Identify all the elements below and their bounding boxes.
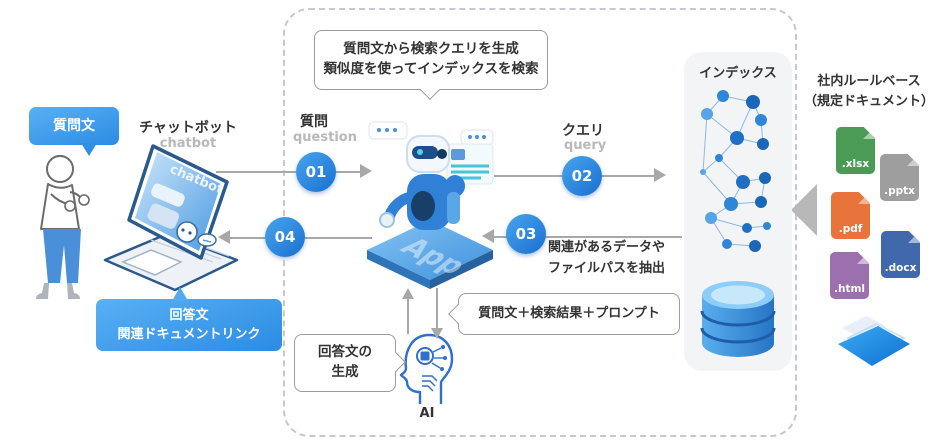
top-callout: 質問文から検索クエリを生成 類似度を使ってインデックスを検索 [314,30,548,100]
arrow-02-right-icon [654,168,666,182]
rulebase-title-line2: （規定ドキュメント） [803,94,934,110]
database-icon [700,281,776,357]
answer-box: 回答文 関連ドキュメントリンク [96,287,282,351]
answer-box-line2: 関連ドキュメントリンク [117,327,261,342]
step-circle-04: 04 [265,217,305,257]
step3-note-line2: ファイルパスを抽出 [548,260,666,276]
question-bubble-tail [81,143,97,156]
arrow-up-icon [402,288,414,299]
file-icon-pptx: .pptx [880,154,919,201]
step-circle-03: 03 [506,214,546,254]
rulebase-title: 社内ルールベース （規定ドキュメント） [798,72,940,112]
index-title: インデックス [699,66,777,81]
chatbot-sublabel: chatbot [159,136,217,151]
answer-box-tail [172,287,188,301]
question-bubble-text: 質問文 [53,117,95,134]
step3-note: 関連があるデータや ファイルパスを抽出 [548,238,665,280]
ai-head-icon [399,333,454,404]
arrow-up-line [407,298,409,334]
arrow-down-line [436,288,438,328]
step1-label: 質問 [300,114,328,130]
file-icon-docx: .docx [881,231,920,278]
ai-label: AI [419,406,435,421]
arrow-01-line [216,171,366,173]
ingest-arrow-left-icon [791,184,817,236]
person-icon [36,154,90,299]
step2-label: クエリ [562,123,604,139]
prompt-callout-text: 質問文＋検索結果＋プロンプト [478,305,660,321]
top-callout-line1: 質問文から検索クエリを生成 [343,41,519,58]
answer-gen-line1: 回答文の [318,344,372,361]
rulebase-title-line1: 社内ルールベース [817,74,921,89]
file-label-xlsx: .xlsx [841,158,870,170]
question-bubble: 質問文 [29,107,119,156]
laptop-icon: chatbot [103,144,239,292]
arrow-down-icon [431,328,443,339]
file-icon-xlsx: .xlsx [836,127,875,174]
arrow-03-left-icon [482,229,494,243]
network-graph-icon [700,90,771,252]
step3-note-line1: 関連があるデータや [548,240,666,255]
answer-gen-line2: 生成 [331,364,359,380]
prompt-callout: 質問文＋検索結果＋プロンプト [448,293,680,335]
chatbot-label: チャットボット [139,120,237,136]
answer-box-line1: 回答文 [169,307,209,323]
arrow-01-right-icon [360,164,372,178]
index-panel: インデックス [684,52,792,371]
arrow-03-line [492,236,682,238]
top-callout-line2: 類似度を使ってインデックスを検索 [323,61,539,77]
file-icon-pdf: .pdf [831,192,870,239]
file-label-docx: .docx [884,262,917,274]
file-icon-html: .html [830,252,869,299]
file-label-pptx: .pptx [884,185,915,197]
answer-gen-callout: 回答文の 生成 [294,334,406,392]
folder-icon [838,316,910,366]
step-circle-02: 02 [562,156,602,196]
arrow-04-left-icon [218,230,230,244]
file-label-html: .html [833,283,866,295]
chatbot-robot-icon: App [367,121,494,289]
step1-sublabel: question [293,130,357,145]
file-label-pdf: .pdf [838,223,863,235]
step-circle-01: 01 [296,152,336,192]
step2-sublabel: query [564,138,607,153]
